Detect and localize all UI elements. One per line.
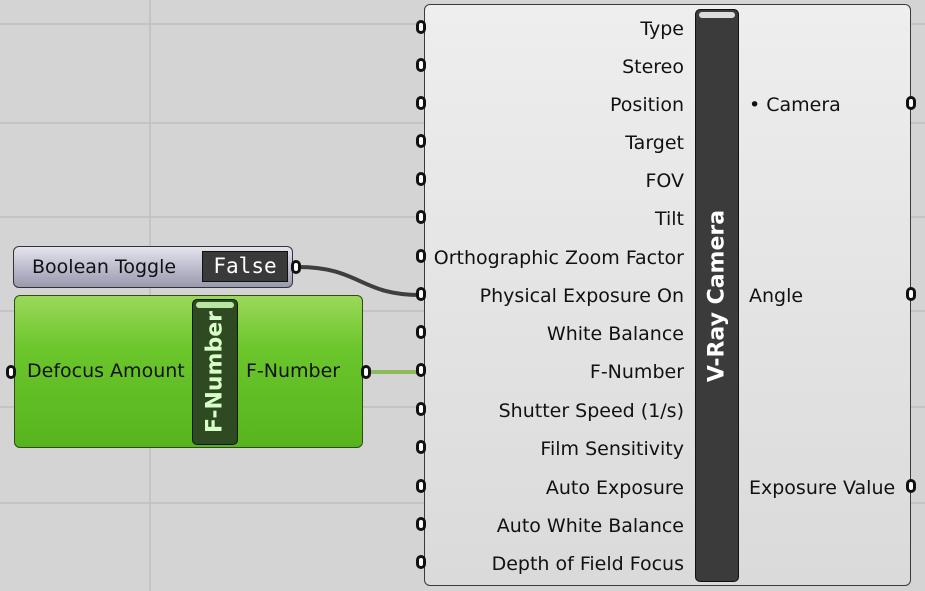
input-type[interactable]: Type: [640, 18, 684, 40]
fnumber-title-bar[interactable]: F-Number: [192, 299, 238, 445]
port-input-depth-of-field-focus[interactable]: [416, 555, 426, 569]
port-input-film-sensitivity[interactable]: [416, 440, 426, 454]
input-auto-white-balance[interactable]: Auto White Balance: [496, 515, 684, 537]
input-tilt[interactable]: Tilt: [654, 208, 684, 230]
wire-toggle-to-physical-exposure: [297, 265, 421, 297]
port-input-auto-exposure[interactable]: [416, 479, 426, 493]
title-bar-highlight: [196, 302, 234, 308]
port-input-shutter-speed[interactable]: [416, 402, 426, 416]
port-output-f-number[interactable]: [361, 365, 371, 379]
fnumber-output-f-number[interactable]: F-Number: [246, 360, 341, 382]
fnumber-input-defocus-amount[interactable]: Defocus Amount: [27, 360, 185, 382]
output-exposure-value[interactable]: Exposure Value: [749, 477, 896, 499]
input-fov[interactable]: FOV: [645, 170, 684, 192]
input-auto-exposure[interactable]: Auto Exposure: [545, 477, 684, 499]
boolean-toggle-label: Boolean Toggle: [32, 256, 177, 278]
port-input-f-number[interactable]: [416, 363, 426, 377]
port-input-defocus-amount[interactable]: [6, 365, 16, 379]
input-white-balance[interactable]: White Balance: [546, 323, 684, 345]
input-f-number[interactable]: F-Number: [589, 361, 684, 383]
port-input-tilt[interactable]: [416, 210, 426, 224]
input-target[interactable]: Target: [625, 132, 684, 154]
input-shutter-speed[interactable]: Shutter Speed (1/s): [498, 400, 684, 422]
input-depth-of-field-focus[interactable]: Depth of Field Focus: [491, 553, 684, 575]
input-position[interactable]: Position: [610, 94, 684, 116]
port-input-type[interactable]: [416, 20, 426, 34]
boolean-toggle-component[interactable]: Boolean Toggle False: [13, 246, 293, 288]
output-angle[interactable]: Angle: [749, 285, 804, 307]
port-input-position[interactable]: [416, 96, 426, 110]
port-input-fov[interactable]: [416, 172, 426, 186]
fnumber-title: F-Number: [202, 311, 228, 433]
port-output-camera[interactable]: [906, 96, 916, 110]
input-film-sensitivity[interactable]: Film Sensitivity: [540, 438, 684, 460]
output-camera[interactable]: • Camera: [749, 94, 841, 116]
port-input-orthographic-zoom-factor[interactable]: [416, 249, 426, 263]
port-output-exposure-value[interactable]: [906, 479, 916, 493]
port-input-stereo[interactable]: [416, 58, 426, 72]
port-input-auto-white-balance[interactable]: [416, 517, 426, 531]
vray-camera-component[interactable]: Type Stereo Position Target FOV Tilt Ort…: [424, 4, 911, 586]
boolean-toggle-value[interactable]: False: [202, 251, 288, 282]
fnumber-component[interactable]: Defocus Amount F-Number F-Number: [14, 295, 363, 448]
port-output-boolean-toggle[interactable]: [291, 260, 301, 274]
port-output-angle[interactable]: [906, 287, 916, 301]
input-stereo[interactable]: Stereo: [622, 56, 684, 78]
port-input-target[interactable]: [416, 134, 426, 148]
port-input-physical-exposure-on[interactable]: [416, 287, 426, 301]
input-orthographic-zoom-factor[interactable]: Orthographic Zoom Factor: [433, 247, 684, 269]
vray-camera-title: V-Ray Camera: [704, 209, 730, 382]
vray-camera-title-bar[interactable]: V-Ray Camera: [695, 9, 739, 582]
title-bar-highlight: [699, 12, 735, 18]
input-physical-exposure-on[interactable]: Physical Exposure On: [479, 285, 684, 307]
port-input-white-balance[interactable]: [416, 325, 426, 339]
